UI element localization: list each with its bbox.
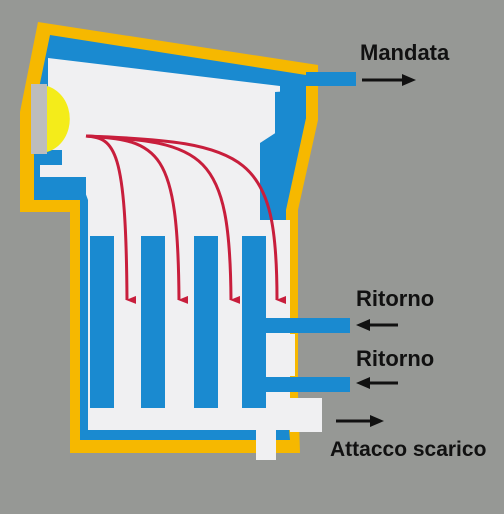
return-label-lower: Ritorno: [356, 346, 435, 371]
drain-stub: [256, 430, 276, 460]
right-arrow-icon: [336, 415, 384, 427]
return-manifold: [262, 377, 350, 392]
left-arrow-icon: [356, 319, 398, 331]
heat-exchanger-tube: [194, 236, 218, 408]
manifold-gap: [267, 334, 295, 376]
lower-left-water-block: [40, 177, 86, 199]
return-manifold: [262, 318, 350, 333]
heat-exchanger-tube: [141, 236, 165, 408]
upper-water-block: [275, 90, 306, 153]
drain-outlet: [290, 398, 322, 432]
down-arrow-icon: [85, 134, 287, 304]
burner-flame-icon: [47, 86, 70, 152]
left-arrow-icon: [356, 377, 398, 389]
drain-label: Attacco scarico: [330, 438, 487, 461]
return-label-upper: Ritorno: [356, 286, 435, 311]
supply-label: Mandata: [360, 40, 450, 65]
burner-housing: [31, 84, 47, 154]
right-arrow-icon: [362, 74, 416, 86]
heat-exchanger-tube: [90, 236, 114, 408]
supply-pipe: [306, 72, 356, 86]
